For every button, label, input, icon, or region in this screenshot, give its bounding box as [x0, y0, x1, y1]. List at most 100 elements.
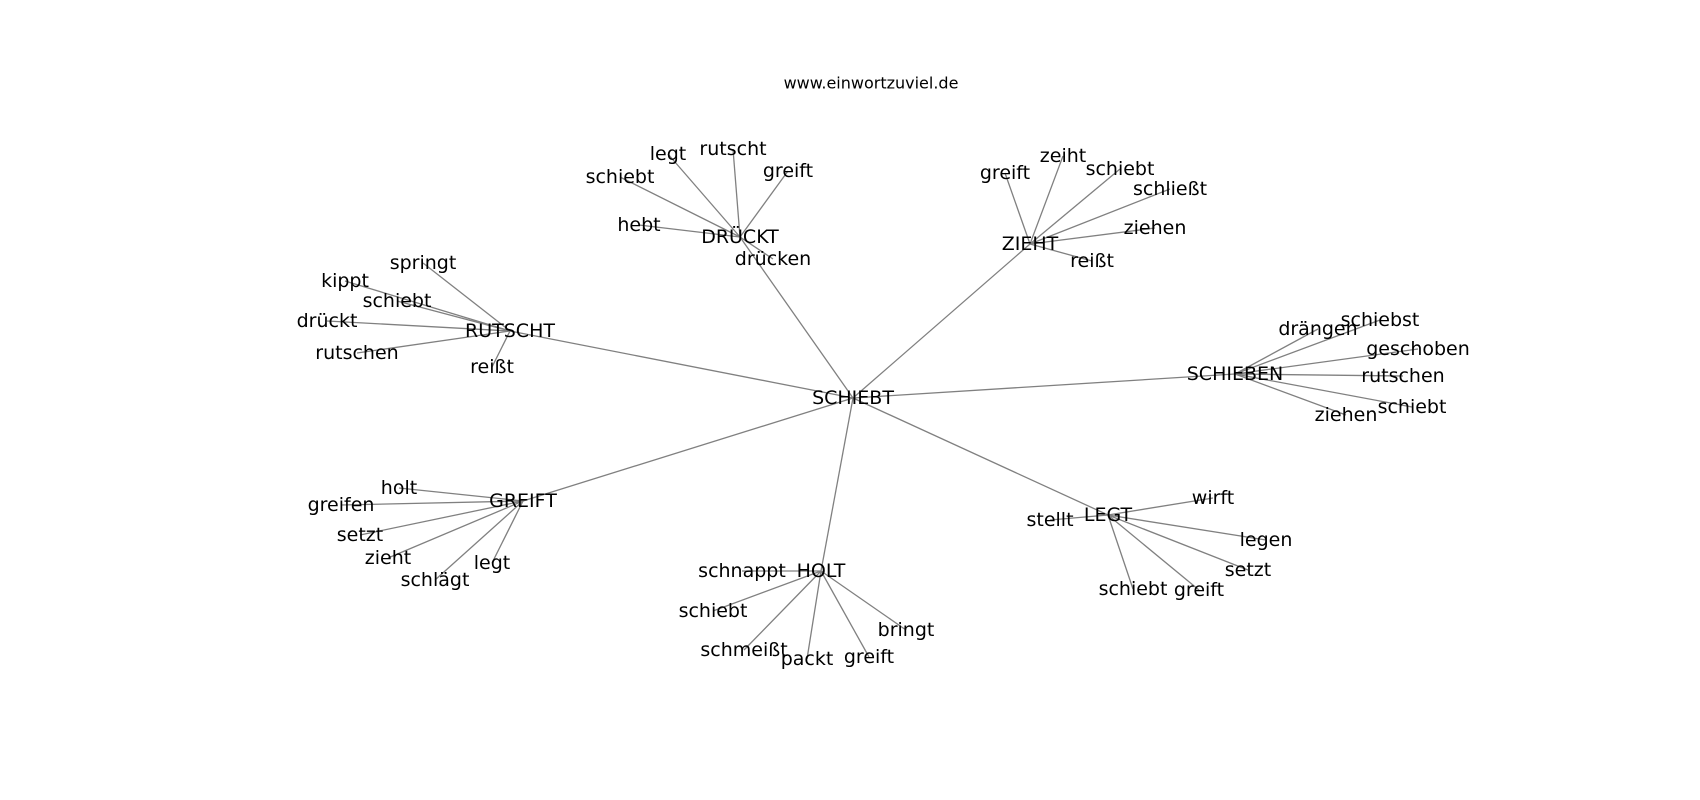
edge-zieht-word [1029, 188, 1171, 245]
word-node: hebt [617, 214, 660, 236]
edge-zieht-word [1029, 155, 1064, 245]
word-node: greift [1174, 579, 1224, 601]
word-node: schiebst [1341, 309, 1420, 331]
edge-schieben-word [1234, 328, 1319, 375]
edge-greift-word [434, 500, 524, 581]
edge-rutscht-word [491, 330, 511, 368]
word-node: reißt [470, 356, 514, 378]
word-node: schiebt [586, 166, 655, 188]
word-node: schlägt [401, 569, 470, 591]
word-node: schnappt [698, 560, 786, 582]
word-node: wirft [1192, 487, 1234, 509]
edge-legt-word [1049, 514, 1109, 521]
word-node: greift [763, 160, 813, 182]
word-node: schiebt [1086, 158, 1155, 180]
word-node: geschoben [1366, 338, 1470, 360]
edge-center-to-drückt [739, 236, 854, 399]
word-node: legen [1240, 529, 1293, 551]
edge-schieben-word [1234, 373, 1413, 408]
word-node: drängen [1278, 318, 1357, 340]
edge-greift-word [359, 500, 524, 536]
word-node: rutscht [699, 138, 766, 160]
site-label: www.einwortzuviel.de [784, 74, 959, 93]
edge-greift-word [340, 500, 524, 506]
edge-greift-word [398, 487, 524, 502]
word-node: drückt [297, 310, 358, 332]
edge-legt-word [1107, 514, 1249, 571]
edge-schieben-word [1234, 348, 1419, 375]
word-node: reißt [1070, 250, 1114, 272]
edge-zieht-word [1004, 172, 1031, 245]
edge-holt-word [820, 570, 870, 658]
word-node: ziehen [1315, 404, 1378, 426]
edge-schieben-word [1234, 373, 1347, 416]
edge-rutscht-word [326, 320, 511, 332]
word-node: ziehen [1124, 217, 1187, 239]
edge-center-to-legt [852, 397, 1109, 516]
edge-legt-word [1107, 514, 1200, 591]
group-node: RUTSCHT [465, 320, 555, 342]
center-node: SCHIEBT [812, 387, 894, 409]
word-node: legt [650, 143, 686, 165]
edge-legt-word [1107, 514, 1134, 590]
word-node: setzt [1225, 559, 1271, 581]
word-node: kippt [321, 270, 369, 292]
edge-center-to-schieben [852, 373, 1236, 399]
group-node: LEGT [1084, 504, 1133, 526]
edge-legt-word [1107, 514, 1267, 541]
word-node: schiebt [679, 600, 748, 622]
word-node: rutschen [1361, 365, 1444, 387]
word-node: stellt [1026, 509, 1073, 531]
word-node: packt [781, 648, 834, 670]
edge-zieht-word [1029, 243, 1093, 262]
word-node: holt [381, 477, 417, 499]
graph-labels: www.einwortzuviel.de legt rutscht schiebt g… [297, 74, 1470, 671]
graph-edges [326, 148, 1419, 660]
word-node: zeiht [1040, 145, 1086, 167]
edge-center-to-zieht [852, 243, 1031, 399]
word-node: greift [980, 162, 1030, 184]
edge-greift-word [387, 500, 524, 559]
edge-schieben-word [1234, 373, 1404, 377]
word-node: setzt [337, 524, 383, 546]
edge-legt-word [1107, 497, 1214, 516]
edge-rutscht-word [396, 300, 511, 332]
word-node: schiebt [1378, 396, 1447, 418]
edge-center-to-greift [522, 397, 854, 502]
edge-center-to-holt [820, 397, 854, 572]
edge-holt-word [743, 570, 822, 651]
word-node: drücken [735, 248, 811, 270]
edge-greift-word [491, 500, 524, 564]
word-node: schließt [1133, 178, 1207, 200]
edge-drückt-word [638, 224, 741, 238]
edge-drückt-word [739, 170, 789, 238]
edge-center-to-rutscht [509, 330, 854, 399]
word-node: greift [844, 646, 894, 668]
edge-drückt-word [732, 148, 741, 238]
group-node: GREIFT [489, 490, 557, 512]
group-node: HOLT [797, 560, 846, 582]
edge-rutscht-word [422, 262, 511, 332]
edge-holt-word [712, 570, 822, 612]
edge-rutscht-word [356, 330, 511, 354]
word-node: springt [390, 252, 457, 274]
word-node: greifen [308, 494, 375, 516]
edge-zieht-word [1029, 227, 1156, 245]
edge-schieben-word [1234, 319, 1381, 375]
group-node: SCHIEBEN [1187, 363, 1283, 385]
edge-drückt-word [619, 176, 741, 238]
edge-drückt-word [667, 153, 741, 238]
word-node: schmeißt [700, 639, 787, 661]
edge-drückt-word [739, 236, 774, 260]
group-node: DRÜCKT [701, 225, 779, 248]
word-node: schiebt [1099, 578, 1168, 600]
word-node: schiebt [363, 290, 432, 312]
edge-holt-word [820, 570, 907, 631]
word-node: legt [474, 552, 510, 574]
edge-rutscht-word [344, 280, 511, 332]
word-node: zieht [365, 547, 411, 569]
edge-zieht-word [1029, 168, 1121, 245]
edge-holt-word [806, 570, 822, 660]
word-node: bringt [878, 619, 935, 641]
